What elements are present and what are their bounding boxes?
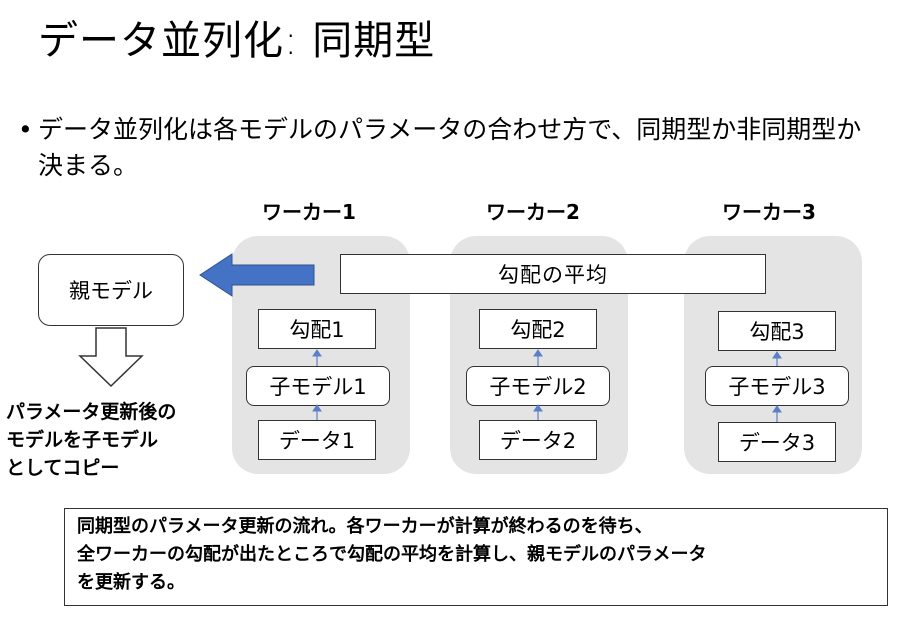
worker-label-2: ワーカー2 <box>486 200 580 224</box>
gradient-average-box: 勾配の平均 <box>340 254 766 294</box>
copy-note-line-3: としてコピー <box>6 457 120 479</box>
copy-note-line-1: パラメータ更新後の <box>6 401 177 423</box>
data-box-3: データ3 <box>718 422 836 462</box>
data-box-2: データ2 <box>479 420 597 460</box>
child-model-box-2: 子モデル2 <box>466 366 610 406</box>
bullet-dot: • <box>18 115 33 144</box>
page-title: データ並列化: 同期型 <box>38 18 436 64</box>
copy-arrow <box>78 327 144 388</box>
copy-note-line-2: モデルを子モデル <box>6 429 159 451</box>
caption-line-3: を更新する。 <box>77 572 185 593</box>
caption-box: 同期型のパラメータ更新の流れ。各ワーカーが計算が終わるのを待ち、 全ワーカーの勾… <box>64 508 888 606</box>
caption-line-1: 同期型のパラメータ更新の流れ。各ワーカーが計算が終わるのを待ち、 <box>77 516 653 537</box>
update-arrow <box>199 253 315 297</box>
bullet-text: データ並列化は各モデルのパラメータの合わせ方で、同期型か非同期型か決まる。 <box>38 115 862 180</box>
gradient-box-3: 勾配3 <box>718 311 836 351</box>
parent-model-box: 親モデル <box>38 254 184 326</box>
gradient-box-1: 勾配1 <box>258 309 376 349</box>
worker-label-3: ワーカー3 <box>722 200 816 224</box>
gradient-box-2: 勾配2 <box>479 309 597 349</box>
child-model-box-3: 子モデル3 <box>705 366 849 406</box>
caption-line-2: 全ワーカーの勾配が出たところで勾配の平均を計算し、親モデルのパラメータ <box>77 544 707 565</box>
child-model-box-1: 子モデル1 <box>246 366 390 406</box>
copy-note: パラメータ更新後の モデルを子モデル としてコピー <box>6 398 176 482</box>
bullet-point: • データ並列化は各モデルのパラメータの合わせ方で、同期型か非同期型か決まる。 <box>18 112 878 184</box>
data-box-1: データ1 <box>258 420 376 460</box>
worker-label-1: ワーカー1 <box>262 200 356 224</box>
